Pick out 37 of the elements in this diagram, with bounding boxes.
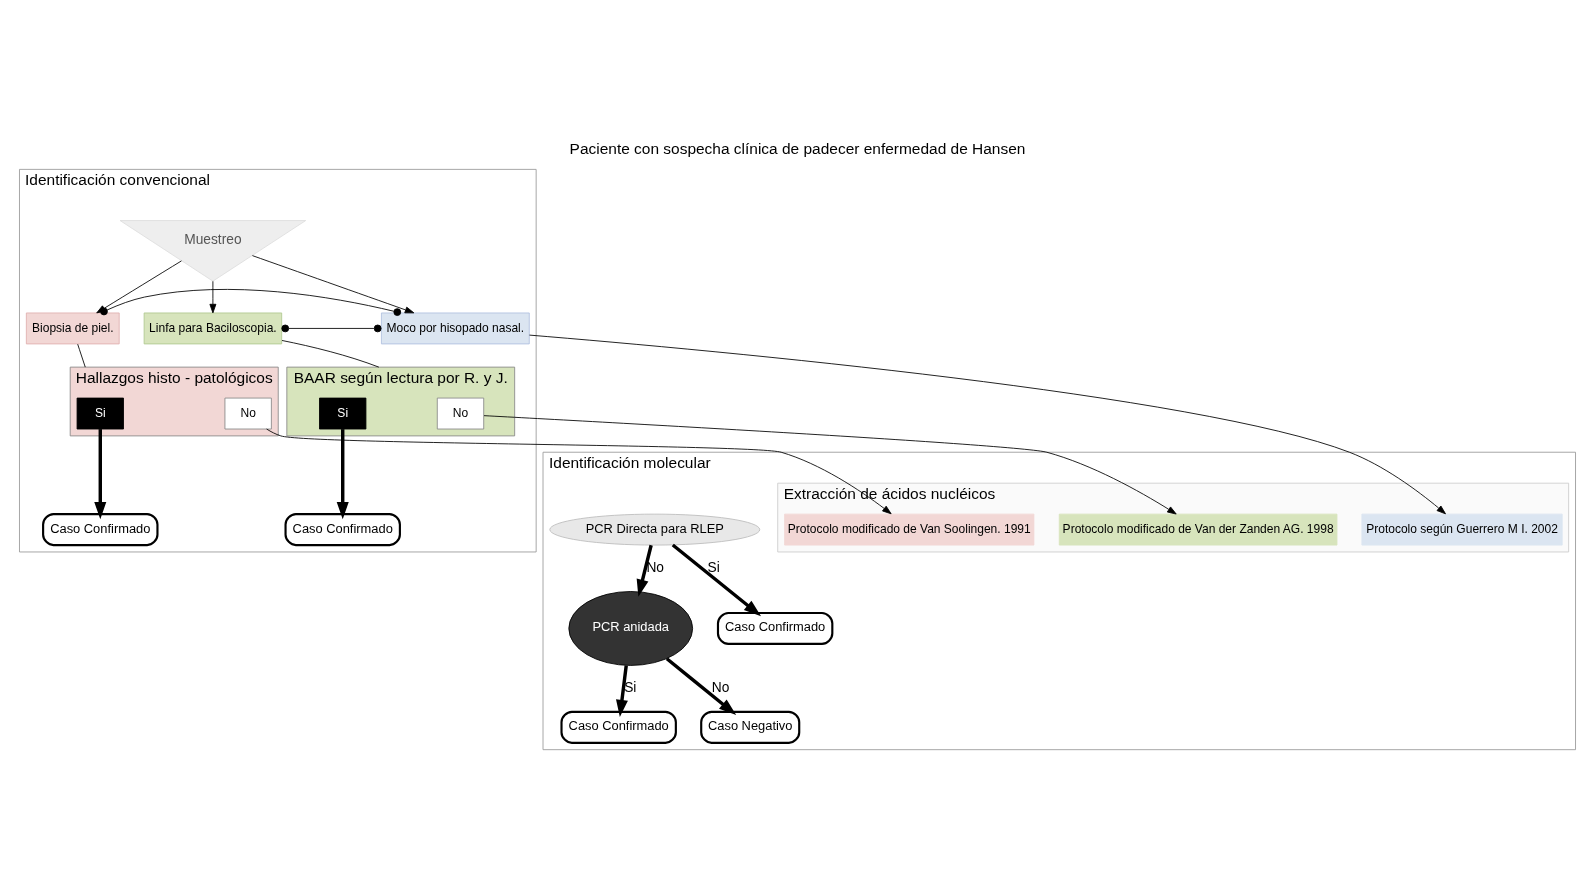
node-box: Caso Confirmado — [716, 611, 834, 645]
arrow — [665, 657, 737, 716]
node-ellipse: PCR Directa para RLEP — [549, 513, 761, 546]
connector — [100, 289, 402, 316]
edge-label: No — [646, 559, 665, 575]
arrow — [251, 255, 415, 314]
node-box: Si — [319, 397, 367, 430]
edge-label: No — [711, 679, 730, 695]
node-ellipse: PCR anidada — [568, 591, 694, 666]
arrow — [336, 429, 349, 520]
connector — [77, 343, 86, 368]
node-box: Linfa para Baciloscopia. — [143, 312, 283, 345]
node-box: Protocolo modificado de Van Soolingen. 1991 — [784, 513, 1035, 546]
node-box: Caso Confirmado — [42, 513, 159, 547]
arrow — [266, 428, 892, 515]
arrow — [529, 334, 1446, 515]
node-box: No — [436, 397, 485, 430]
connector — [281, 324, 382, 333]
edge-label: Si — [707, 559, 720, 575]
node-box: Protocolo según Guerrero M I. 2002 — [1361, 513, 1563, 546]
diagram-title: Paciente con sospecha clínica de padecer enfermedad de Hansen — [569, 140, 1026, 158]
node-box: Protocolo modificado de Van der Zanden AG. 1998 — [1058, 513, 1338, 546]
arrow — [94, 429, 107, 520]
node-box: Biopsia de piel. — [25, 312, 120, 345]
arrow — [671, 543, 762, 617]
node-box: Caso Negativo — [700, 710, 801, 744]
arrow — [616, 665, 628, 717]
arrow — [636, 544, 653, 597]
node-box: Moco por hisopado nasal. — [381, 312, 530, 345]
arrow — [483, 415, 1177, 515]
node-box: Caso Confirmado — [284, 513, 401, 547]
arrow — [209, 280, 217, 314]
edge-label: Si — [624, 679, 637, 695]
node-box: No — [224, 397, 272, 430]
connector — [281, 340, 380, 368]
node-box: Caso Confirmado — [560, 710, 677, 744]
node-box: Si — [76, 397, 124, 430]
